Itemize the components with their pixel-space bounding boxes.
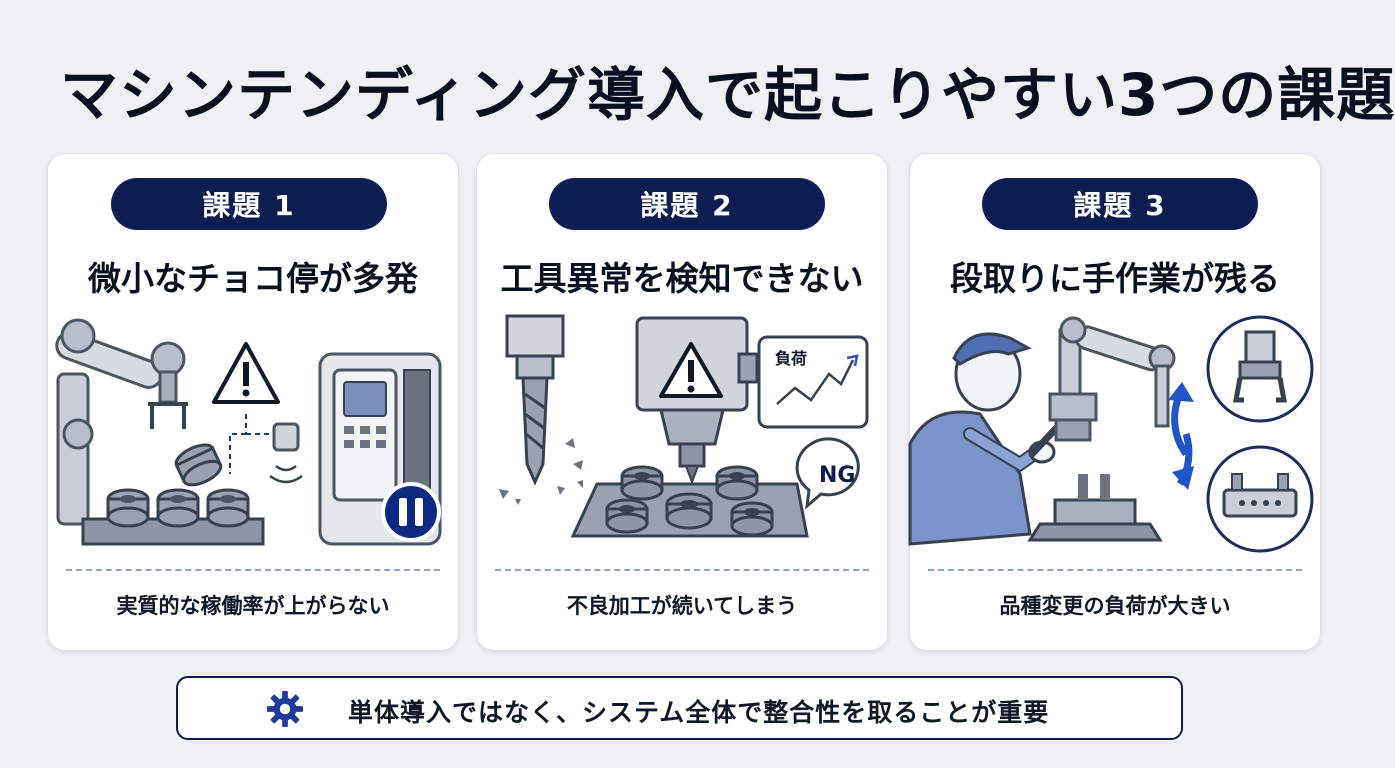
- issue-card-1: 課題 1 微小なチョコ停が多発: [47, 153, 459, 651]
- parts-plate-icon: [570, 465, 809, 538]
- warning-icon: [212, 342, 284, 474]
- fixture-icon: [1206, 445, 1314, 553]
- page-title: マシンテンディング導入で起こりやすい3つの課題: [60, 61, 1395, 129]
- issue-card-3: 課題 3 段取りに手作業が残る: [908, 153, 1321, 651]
- drill-bit-icon: [499, 314, 583, 505]
- robot-arm-icon: [55, 318, 188, 526]
- illustration-robot-stoppage: [55, 318, 442, 546]
- issue-badge-1: 課題 1: [111, 178, 387, 230]
- worker-icon: [908, 332, 1074, 546]
- issue-heading-3: 段取りに手作業が残る: [950, 259, 1280, 298]
- issue-heading-1: 微小なチョコ停が多発: [88, 259, 418, 298]
- key-message-text: 単体導入ではなく、システム全体で整合性を取ることが重要: [348, 698, 1050, 727]
- ng-bubble-icon: NG: [795, 437, 860, 510]
- sensor-icon: [269, 422, 303, 484]
- parts-tray-icon: [81, 443, 265, 546]
- divider: [66, 569, 440, 571]
- issue-badge-3: 課題 3: [982, 178, 1258, 230]
- robot-arm-icon: [1027, 316, 1176, 542]
- gripper-icon: [1206, 315, 1314, 423]
- issue-caption-1: 実質的な稼働率が上がらない: [116, 594, 390, 618]
- issue-caption-3: 品種変更の負荷が大きい: [999, 594, 1231, 618]
- load-chart-label: 負荷: [775, 349, 807, 368]
- swap-arrows-icon: [1168, 382, 1194, 490]
- spindle-icon: [635, 316, 759, 485]
- divider: [928, 569, 1302, 571]
- gear-icon: [266, 690, 304, 728]
- issue-badge-2: 課題 2: [549, 178, 825, 230]
- ng-label: NG: [819, 463, 855, 488]
- issue-card-2: 課題 2 工具異常を検知できない 負荷: [476, 153, 888, 651]
- divider: [495, 569, 869, 571]
- load-chart-icon: 負荷: [757, 335, 869, 429]
- key-message-box: 単体導入ではなく、システム全体で整合性を取ることが重要: [176, 676, 1183, 740]
- illustration-tool-failure: 負荷 NG: [499, 314, 869, 538]
- illustration-manual-setup: [908, 315, 1314, 553]
- pause-icon: [381, 482, 441, 542]
- issue-heading-2: 工具異常を検知できない: [500, 259, 864, 298]
- issue-caption-2: 不良加工が続いてしまう: [566, 594, 798, 618]
